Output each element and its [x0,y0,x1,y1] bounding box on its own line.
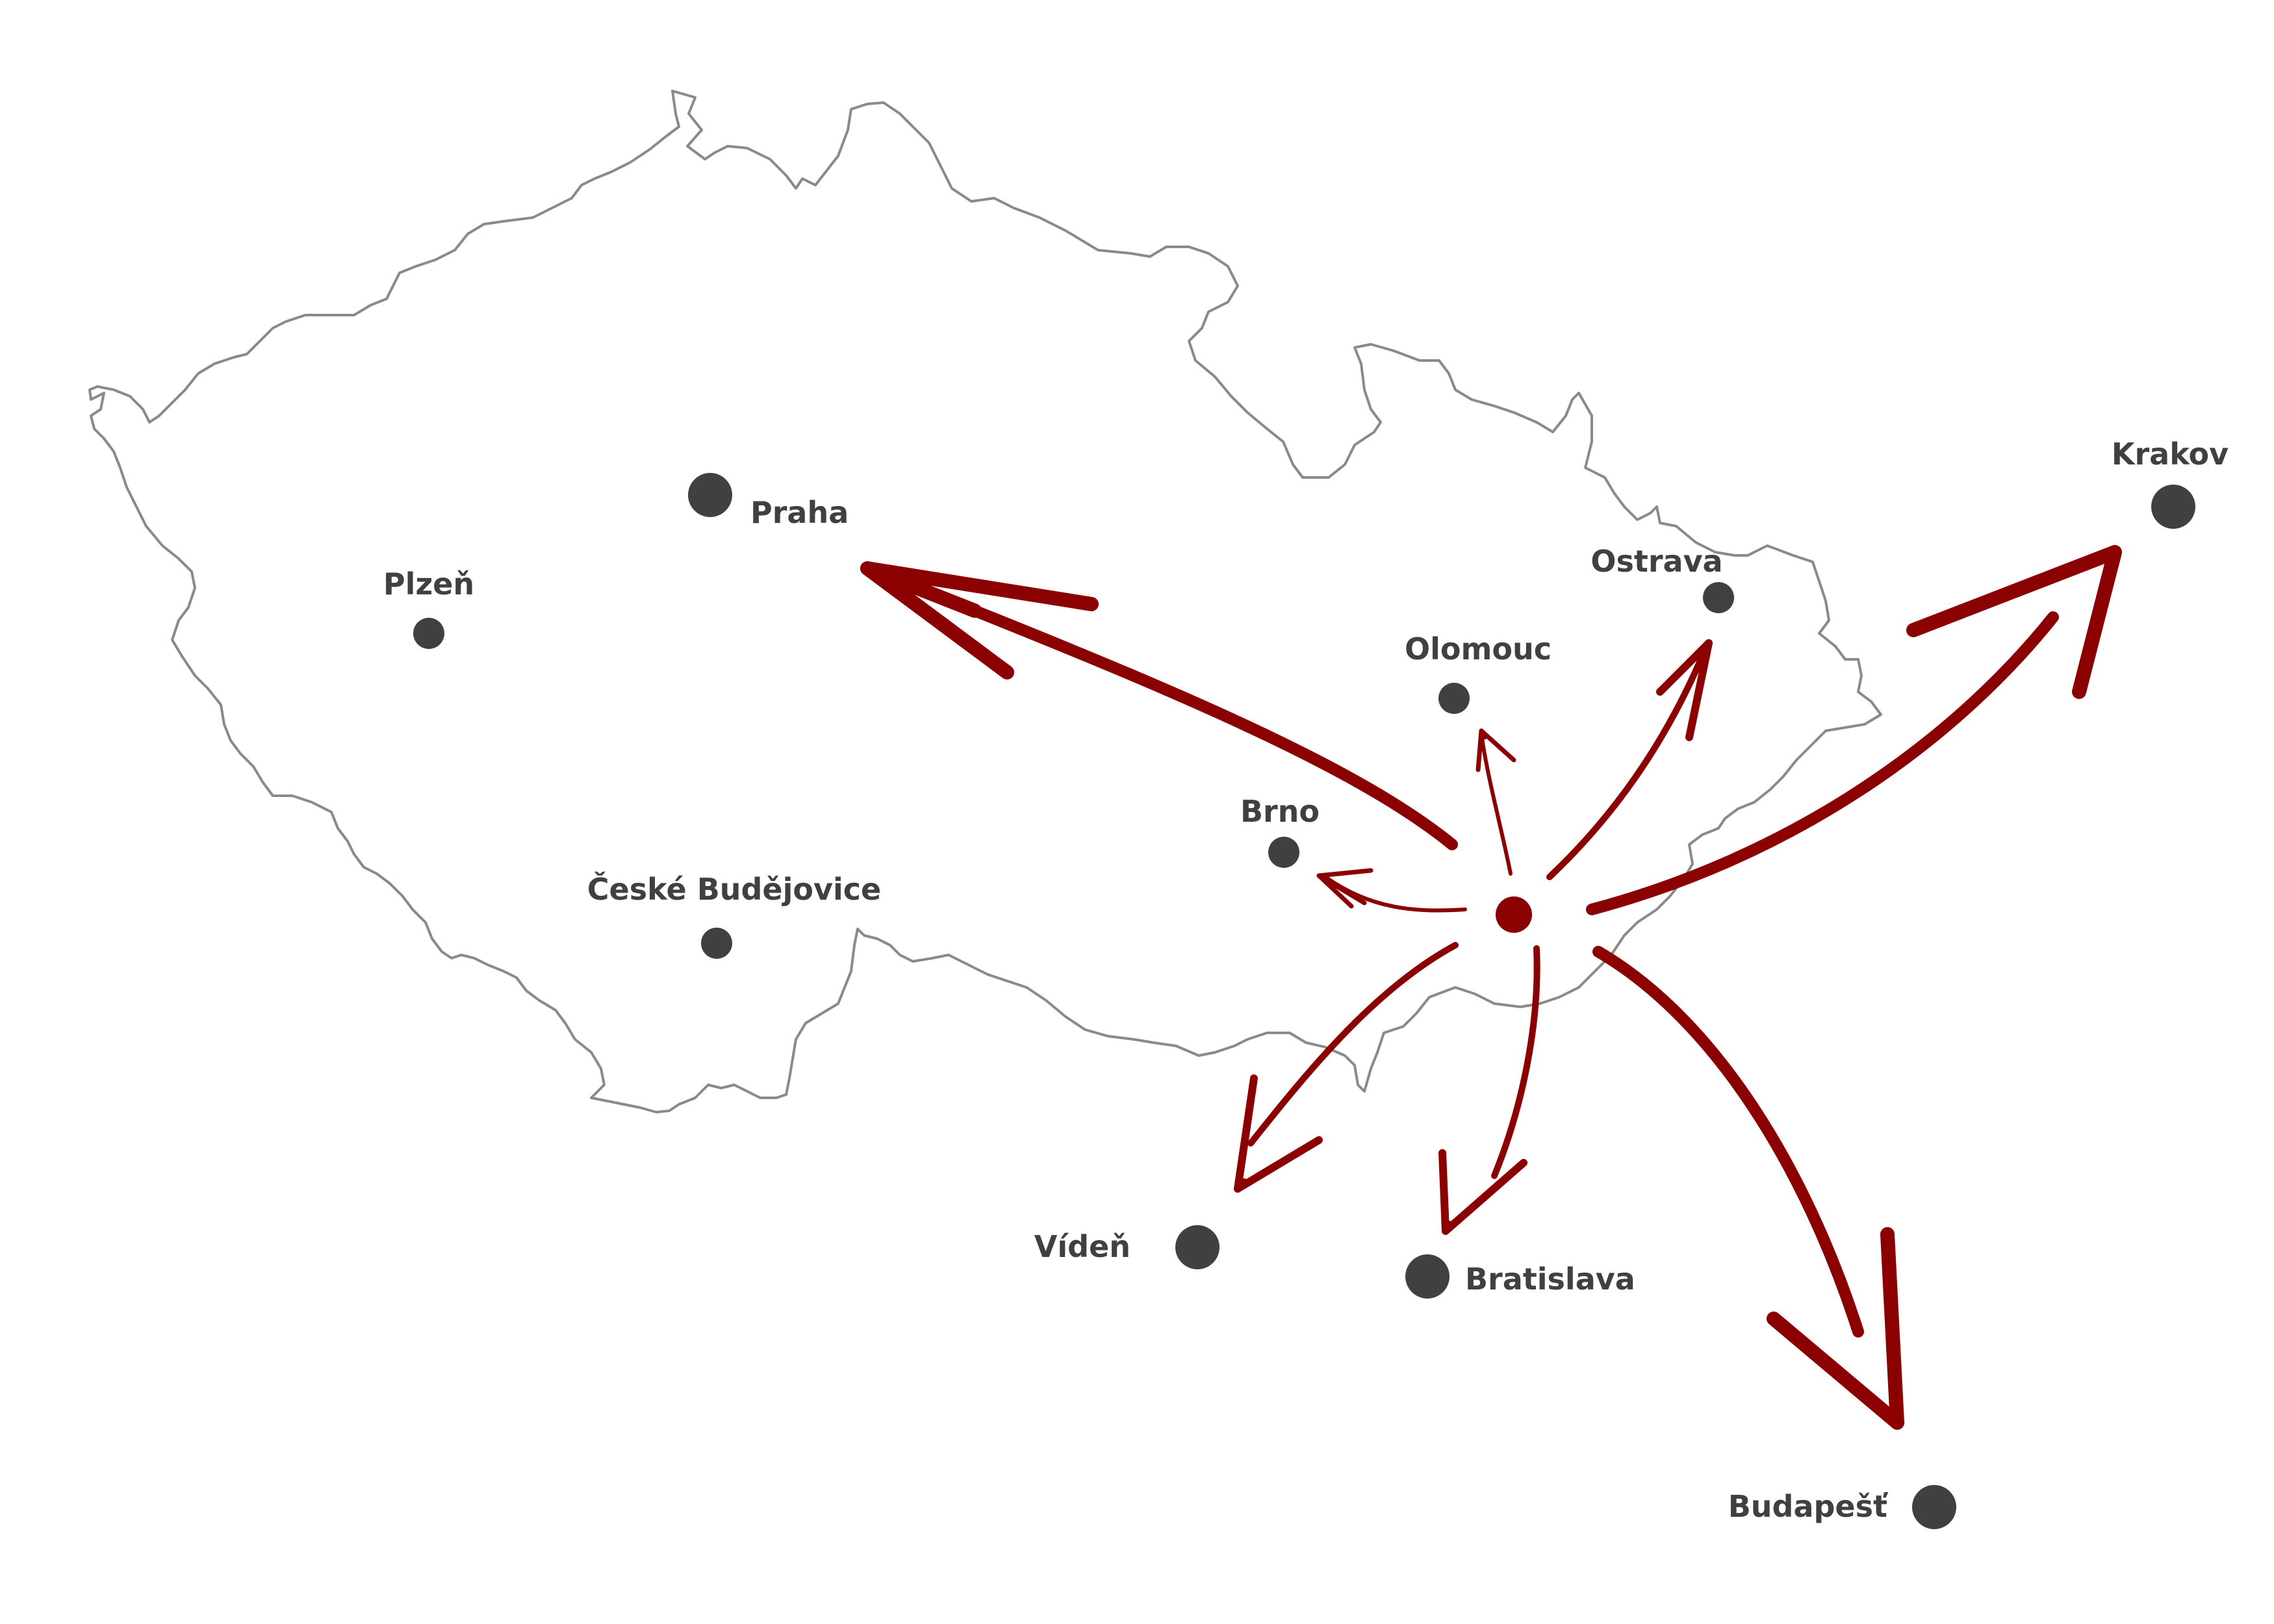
arrow-head-icon [1234,1074,1323,1193]
city-label: České Budějovice [587,872,881,907]
arrow-head-icon [1702,639,1713,653]
city-dot-icon [1175,1225,1220,1269]
city-label: Ostrava [1591,544,1722,579]
arrow-to-budapest [1592,946,1904,1430]
arrow-head-icon [1442,1221,1453,1235]
city-dot-icon [413,618,444,649]
origin-dot-icon [1496,896,1532,933]
city-olomouc: Olomouc [1405,631,1552,714]
arrow-head-icon [860,561,1014,679]
city-dot-icon [688,473,732,517]
city-dot-icon [1405,1254,1450,1299]
city-dot-icon [1268,837,1299,868]
arrow-head-icon [1438,1149,1527,1235]
arrow-head-icon [1234,1178,1248,1193]
arrow-head-icon [1906,545,2122,699]
city-praha: Praha [688,473,849,530]
city-viden: Vídeň [1034,1225,1220,1269]
arrow-shaft [1247,942,1459,1147]
city-budapest: Budapešť [1728,1485,1956,1529]
city-dot-icon [1703,582,1734,613]
city-ostrava: Ostrava [1591,544,1734,613]
arrow-head-icon [2104,545,2122,572]
city-label: Plzeň [383,566,474,602]
arrow-shaft [1546,653,1706,880]
arrow-head-icon [1476,728,1484,772]
arrow-to-brno [1316,868,1467,913]
arrow-to-praha [860,561,1458,850]
city-label: Budapešť [1728,1489,1889,1524]
city-dot-icon [1912,1485,1956,1529]
arrow-head-icon [1887,1409,1904,1430]
city-label: Praha [750,495,849,530]
arrow-head-icon [1316,873,1354,909]
arrow-to-krakov [1586,545,2122,915]
city-dot-icon [2151,485,2195,529]
arrow-shaft [1586,611,2059,915]
route-arrows [860,545,2122,1430]
country-border-outline [88,90,1882,1113]
city-brno: Brno [1240,794,1320,868]
city-krakov: Krakov [2112,437,2229,529]
arrow-shaft [1592,946,1864,1338]
city-dot-icon [1438,683,1470,714]
city-label: Vídeň [1034,1229,1131,1264]
arrow-shaft [1479,732,1513,876]
city-plzen: Plzeň [383,566,474,649]
arrow-to-bratislava [1438,945,1540,1235]
city-bratislava: Bratislava [1405,1254,1635,1299]
arrow-to-ostrava [1546,639,1713,880]
city-label: Bratislava [1465,1262,1635,1297]
city-label: Olomouc [1405,631,1552,666]
city-ceske-budejovice: České Budějovice [587,872,881,959]
arrow-shaft [1491,945,1540,1179]
city-label: Brno [1240,794,1320,829]
arrow-shaft [969,605,1458,850]
arrow-to-olomouc [1476,728,1516,876]
city-label: Krakov [2112,437,2229,472]
city-dot-icon [701,928,732,959]
arrow-to-viden [1234,942,1459,1193]
